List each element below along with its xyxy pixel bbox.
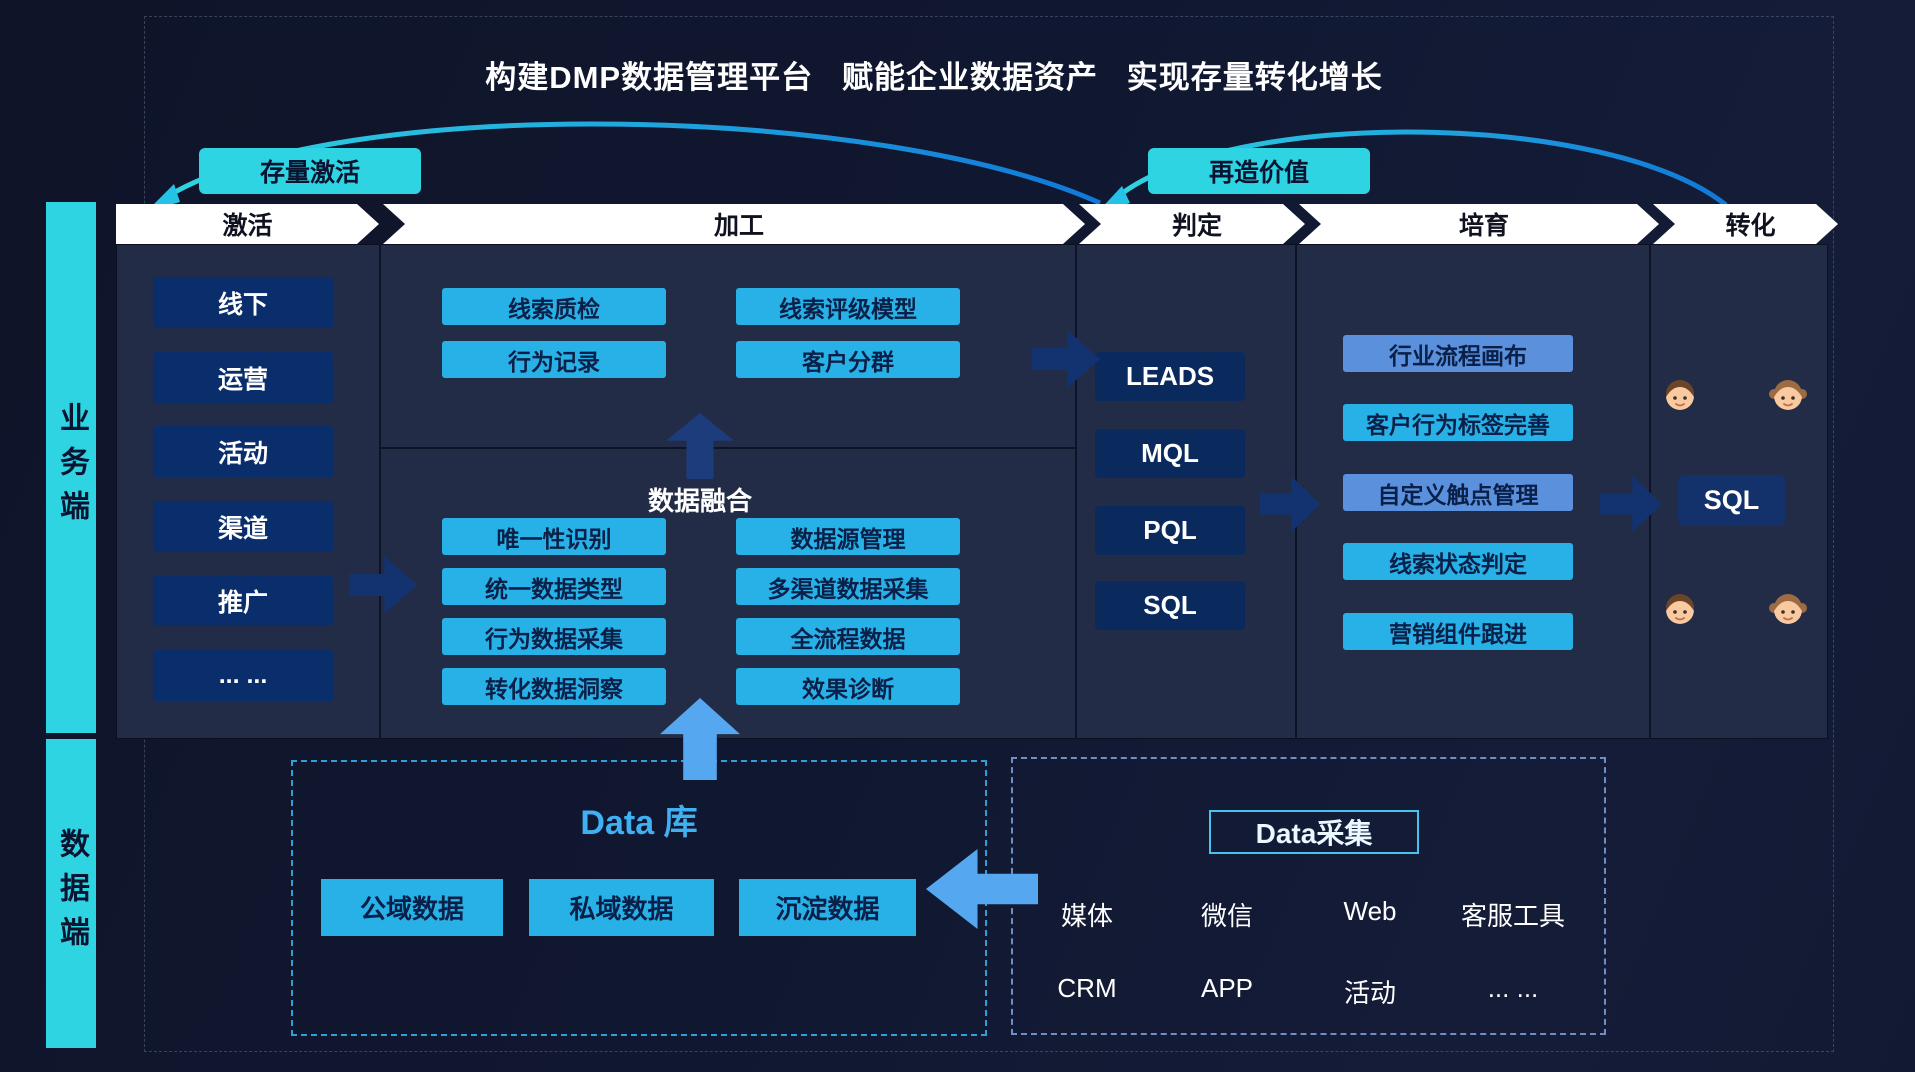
conversion-sql-node: SQL [1678,475,1785,526]
process-node-unified-type: 统一数据类型 [442,568,666,605]
activation-node-channel: 渠道 [153,501,333,552]
stage-convert: 转化 [1653,204,1838,244]
source-activity: 活动 [1343,978,1396,1008]
activation-node-promotion: 推广 [153,575,333,626]
source-media: 媒体 [1060,901,1113,931]
process-node-behavior-record: 行为记录 [442,341,666,378]
page-title: 构建DMP数据管理平台 赋能企业数据资产 实现存量转化增长 [485,60,1383,95]
library-node-public-data: 公域数据 [321,879,503,936]
stage-process: 加工 [383,204,1085,244]
column-divider [1075,244,1077,739]
nurture-node-behavior-tags: 客户行为标签完善 [1343,404,1573,441]
nurture-node-touchpoint-mgmt: 自定义触点管理 [1343,474,1573,511]
process-section-divider [380,447,1076,449]
library-node-private-data: 私域数据 [529,879,714,936]
source-app: APP [1200,973,1254,1003]
process-node-multichannel-collect: 多渠道数据采集 [736,568,960,605]
girl-avatar-icon [1769,380,1807,410]
column-divider [1649,244,1651,739]
stage-judge: 判定 [1079,204,1305,244]
data-library-title: Data 库 [580,804,698,842]
stage-nurture: 培育 [1299,204,1659,244]
process-node-effect-diagnosis: 效果诊断 [736,668,960,705]
activation-node-operation: 运营 [153,352,333,403]
data-fusion-label: 数据融合 [647,486,752,516]
activation-node-more: ... ... [153,650,333,701]
process-node-fullflow-data: 全流程数据 [736,618,960,655]
stage-activate: 激活 [116,204,379,244]
source-crm: CRM [1057,973,1117,1003]
source-service-tools: 客服工具 [1460,901,1565,931]
source-wechat: 微信 [1200,901,1253,931]
judge-node-mql: MQL [1095,429,1245,478]
column-divider [379,244,381,739]
sidebar-data-label: 数据端 [46,739,96,1048]
process-node-behavior-collect: 行为数据采集 [442,618,666,655]
badge-value-recreation: 再造价值 [1148,148,1370,194]
judge-node-leads: LEADS [1095,352,1245,401]
boy-avatar-icon [1666,594,1694,624]
process-node-customer-segmentation: 客户分群 [736,341,960,378]
judge-node-pql: PQL [1095,506,1245,555]
badge-stock-activation: 存量激活 [199,148,421,194]
process-node-lead-rating-model: 线索评级模型 [736,288,960,325]
girl-avatar-icon [1769,594,1807,624]
data-side-text: 数据端 [55,827,88,960]
nurture-node-lead-status: 线索状态判定 [1343,543,1573,580]
activation-node-offline: 线下 [153,277,333,328]
sidebar-business-label: 业务端 [46,202,96,733]
source-more: ... ... [1487,973,1539,1003]
process-node-lead-qc: 线索质检 [442,288,666,325]
activation-node-activity: 活动 [153,426,333,477]
library-node-deposited-data: 沉淀数据 [739,879,916,936]
process-node-conversion-insight: 转化数据洞察 [442,668,666,705]
business-side-text: 业务端 [55,401,88,534]
judge-node-sql: SQL [1095,581,1245,630]
process-node-source-mgmt: 数据源管理 [736,518,960,555]
boy-avatar-icon [1666,380,1694,410]
nurture-node-flow-canvas: 行业流程画布 [1343,335,1573,372]
source-web: Web [1343,896,1397,926]
nurture-node-marketing-followup: 营销组件跟进 [1343,613,1573,650]
process-node-unique-id: 唯一性识别 [442,518,666,555]
data-collection-title: Data采集 [1209,810,1419,854]
